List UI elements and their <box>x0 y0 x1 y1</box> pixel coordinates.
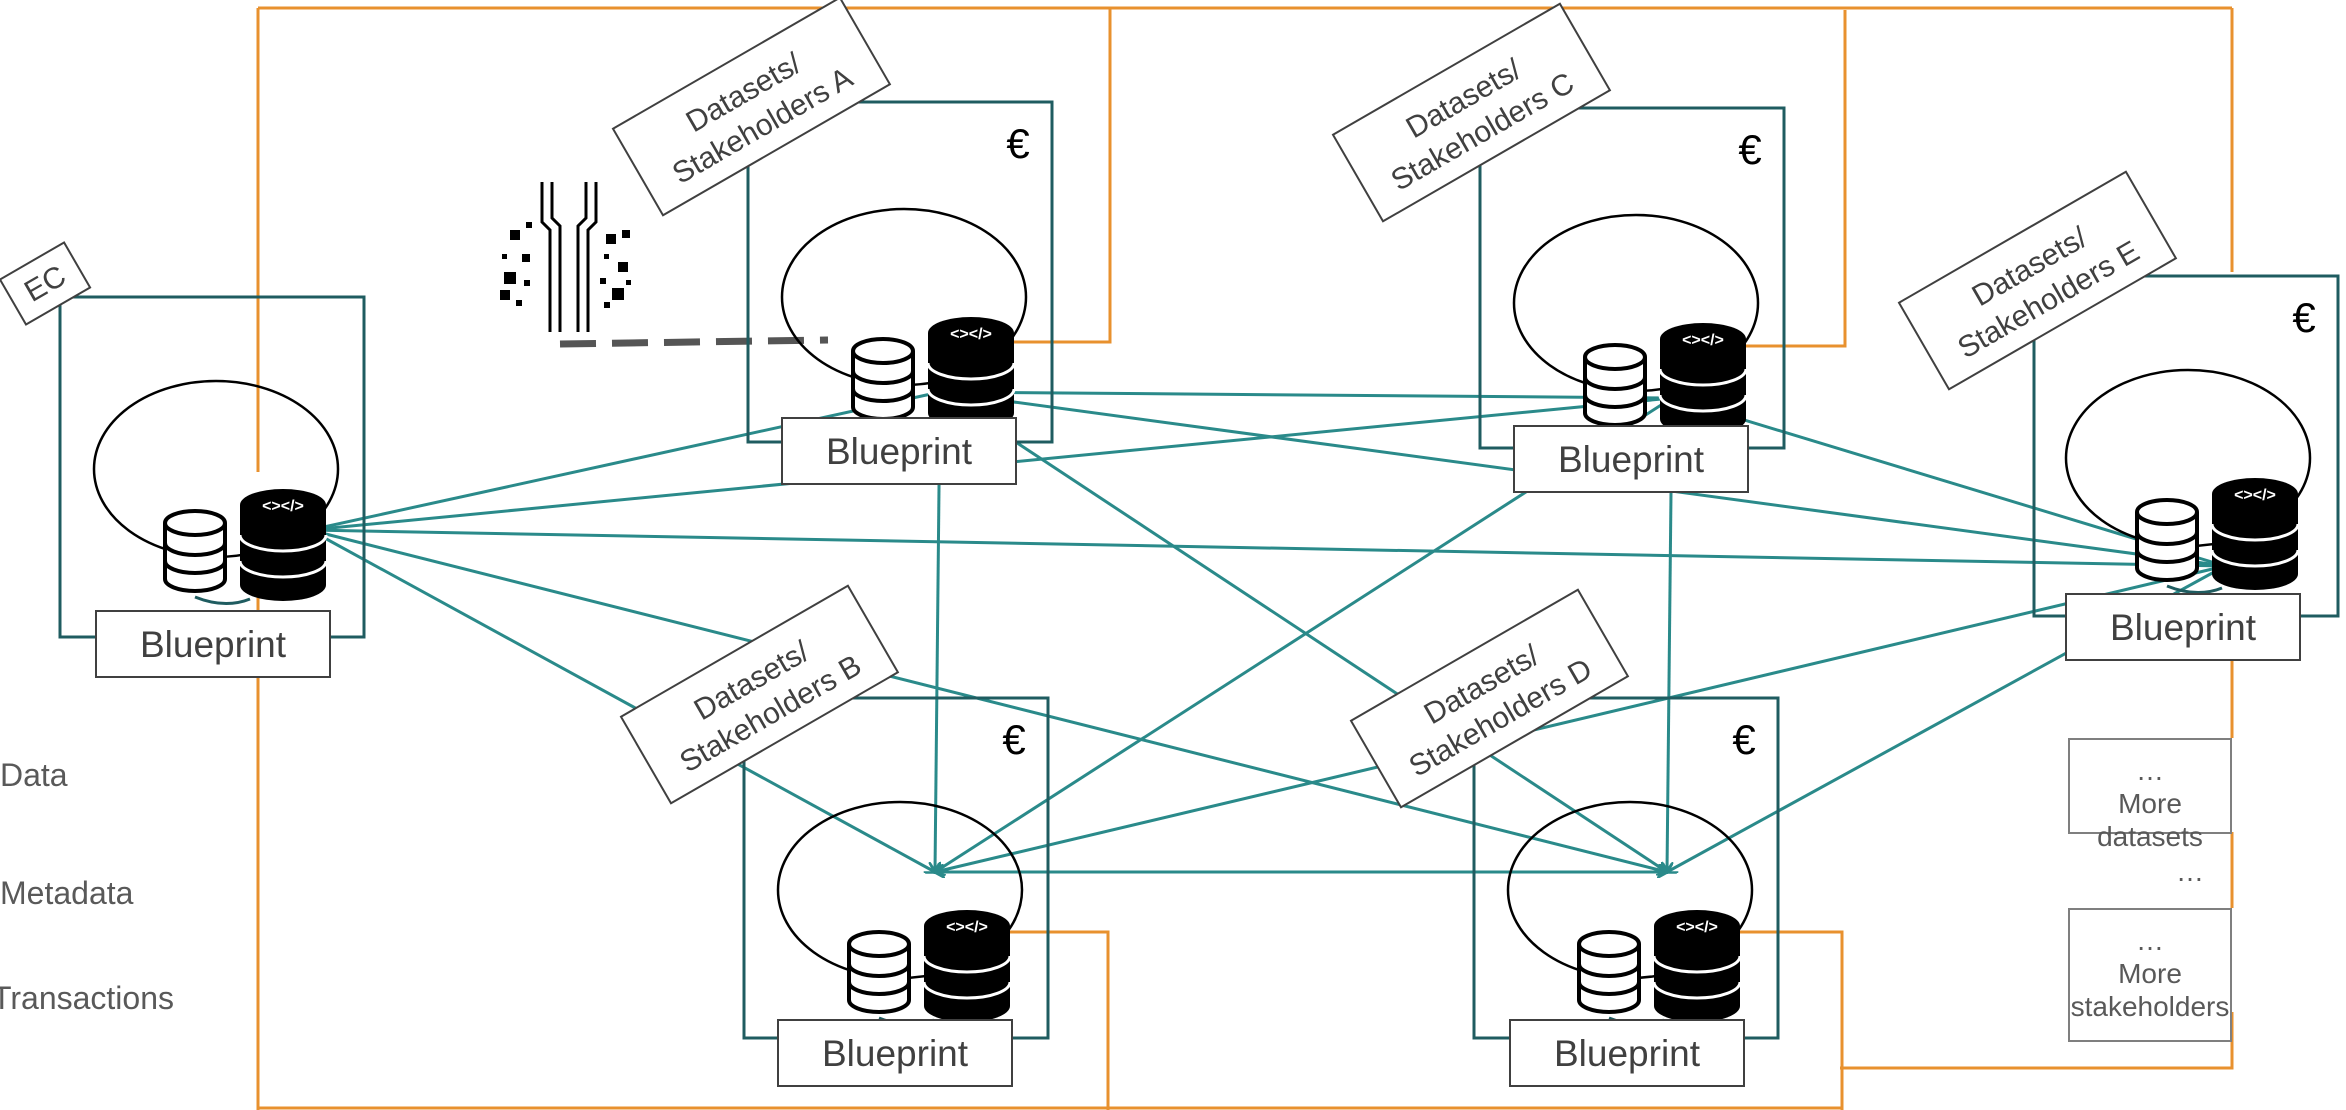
dataset-node-c: € Datasets/ Stakeholders C Blueprint <box>1331 2 1786 493</box>
node-a-body <box>782 209 1026 432</box>
more-stakeholders-box: … More stakeholders <box>2068 908 2232 1042</box>
node-d-blueprint-box: Blueprint <box>1509 1019 1745 1087</box>
more-stakeholders-line2: stakeholders <box>2070 991 2230 1022</box>
node-e-body <box>2066 370 2310 593</box>
transactions-b-line <box>990 930 1110 1110</box>
node-e-tag: Datasets/ Stakeholders E <box>1897 170 2178 391</box>
ec-tag: EC <box>0 241 92 326</box>
dataset-node-a: € Datasets/ Stakeholders A Blueprint <box>611 0 1054 485</box>
node-a-tag: Datasets/ Stakeholders A <box>611 0 892 217</box>
node-e-blueprint-box: Blueprint <box>2065 593 2301 661</box>
node-a-currency: € <box>1006 120 1029 167</box>
dataset-node-d: € Datasets/ Stakeholders D Blueprint <box>1349 588 1780 1087</box>
node-c-body <box>1514 215 1758 438</box>
node-b-currency: € <box>1002 716 1025 763</box>
data-flow-c-e <box>1672 398 2225 566</box>
node-c-tag: Datasets/ Stakeholders C <box>1331 2 1612 223</box>
node-c-currency: € <box>1738 126 1761 173</box>
transactions-d-line <box>1725 930 1844 1110</box>
node-d-body <box>1508 802 1752 1025</box>
ec-blueprint-label: Blueprint <box>140 624 287 665</box>
more-stakeholders-ellipsis: … <box>2136 925 2164 956</box>
node-a-blueprint-label: Blueprint <box>826 431 973 472</box>
node-e-blueprint-label: Blueprint <box>2110 607 2257 648</box>
more-datasets-box: … More datasets <box>2068 738 2232 852</box>
node-d-blueprint-label: Blueprint <box>1554 1033 1701 1074</box>
node-e-currency: € <box>2292 294 2315 341</box>
more-stakeholders-line1: More <box>2118 958 2182 989</box>
legend-metadata: Metadata <box>0 875 134 911</box>
data-flow-a-c <box>940 392 1672 398</box>
node-a-blueprint-box: Blueprint <box>781 417 1017 485</box>
dataset-node-b: € Datasets/ Stakeholders B Blueprint <box>619 584 1050 1087</box>
node-b-blueprint-box: Blueprint <box>777 1019 1013 1087</box>
legend-transactions: Transactions <box>0 980 174 1016</box>
transactions-network <box>256 6 2234 1110</box>
node-b-body <box>778 802 1022 1025</box>
dataset-node-e: € Datasets/ Stakeholders E Blueprint <box>1897 170 2340 661</box>
data-flow-network <box>310 392 2225 872</box>
ec-node-body <box>94 381 338 604</box>
data-flow-ec-e <box>310 530 2225 566</box>
circuit-data-icon <box>500 182 631 332</box>
legend-data: Data <box>0 757 68 793</box>
node-b-blueprint-label: Blueprint <box>822 1033 969 1074</box>
node-d-currency: € <box>1732 716 1755 763</box>
more-datasets-label: More datasets <box>2097 788 2203 852</box>
transactions-a-line <box>994 8 1112 344</box>
more-datasets-ellipsis: … <box>2136 755 2164 786</box>
node-d-tag: Datasets/ Stakeholders D <box>1349 588 1630 809</box>
transactions-e-line <box>1840 8 2234 1070</box>
ec-blueprint-box: Blueprint <box>95 610 331 678</box>
ec-node: EC Blueprint <box>0 241 366 678</box>
node-c-blueprint-label: Blueprint <box>1558 439 1705 480</box>
more-between-ellipsis: … <box>2176 856 2204 887</box>
node-c-blueprint-box: Blueprint <box>1513 425 1749 493</box>
transactions-c-line <box>1730 10 1847 348</box>
metadata-line <box>559 336 829 348</box>
